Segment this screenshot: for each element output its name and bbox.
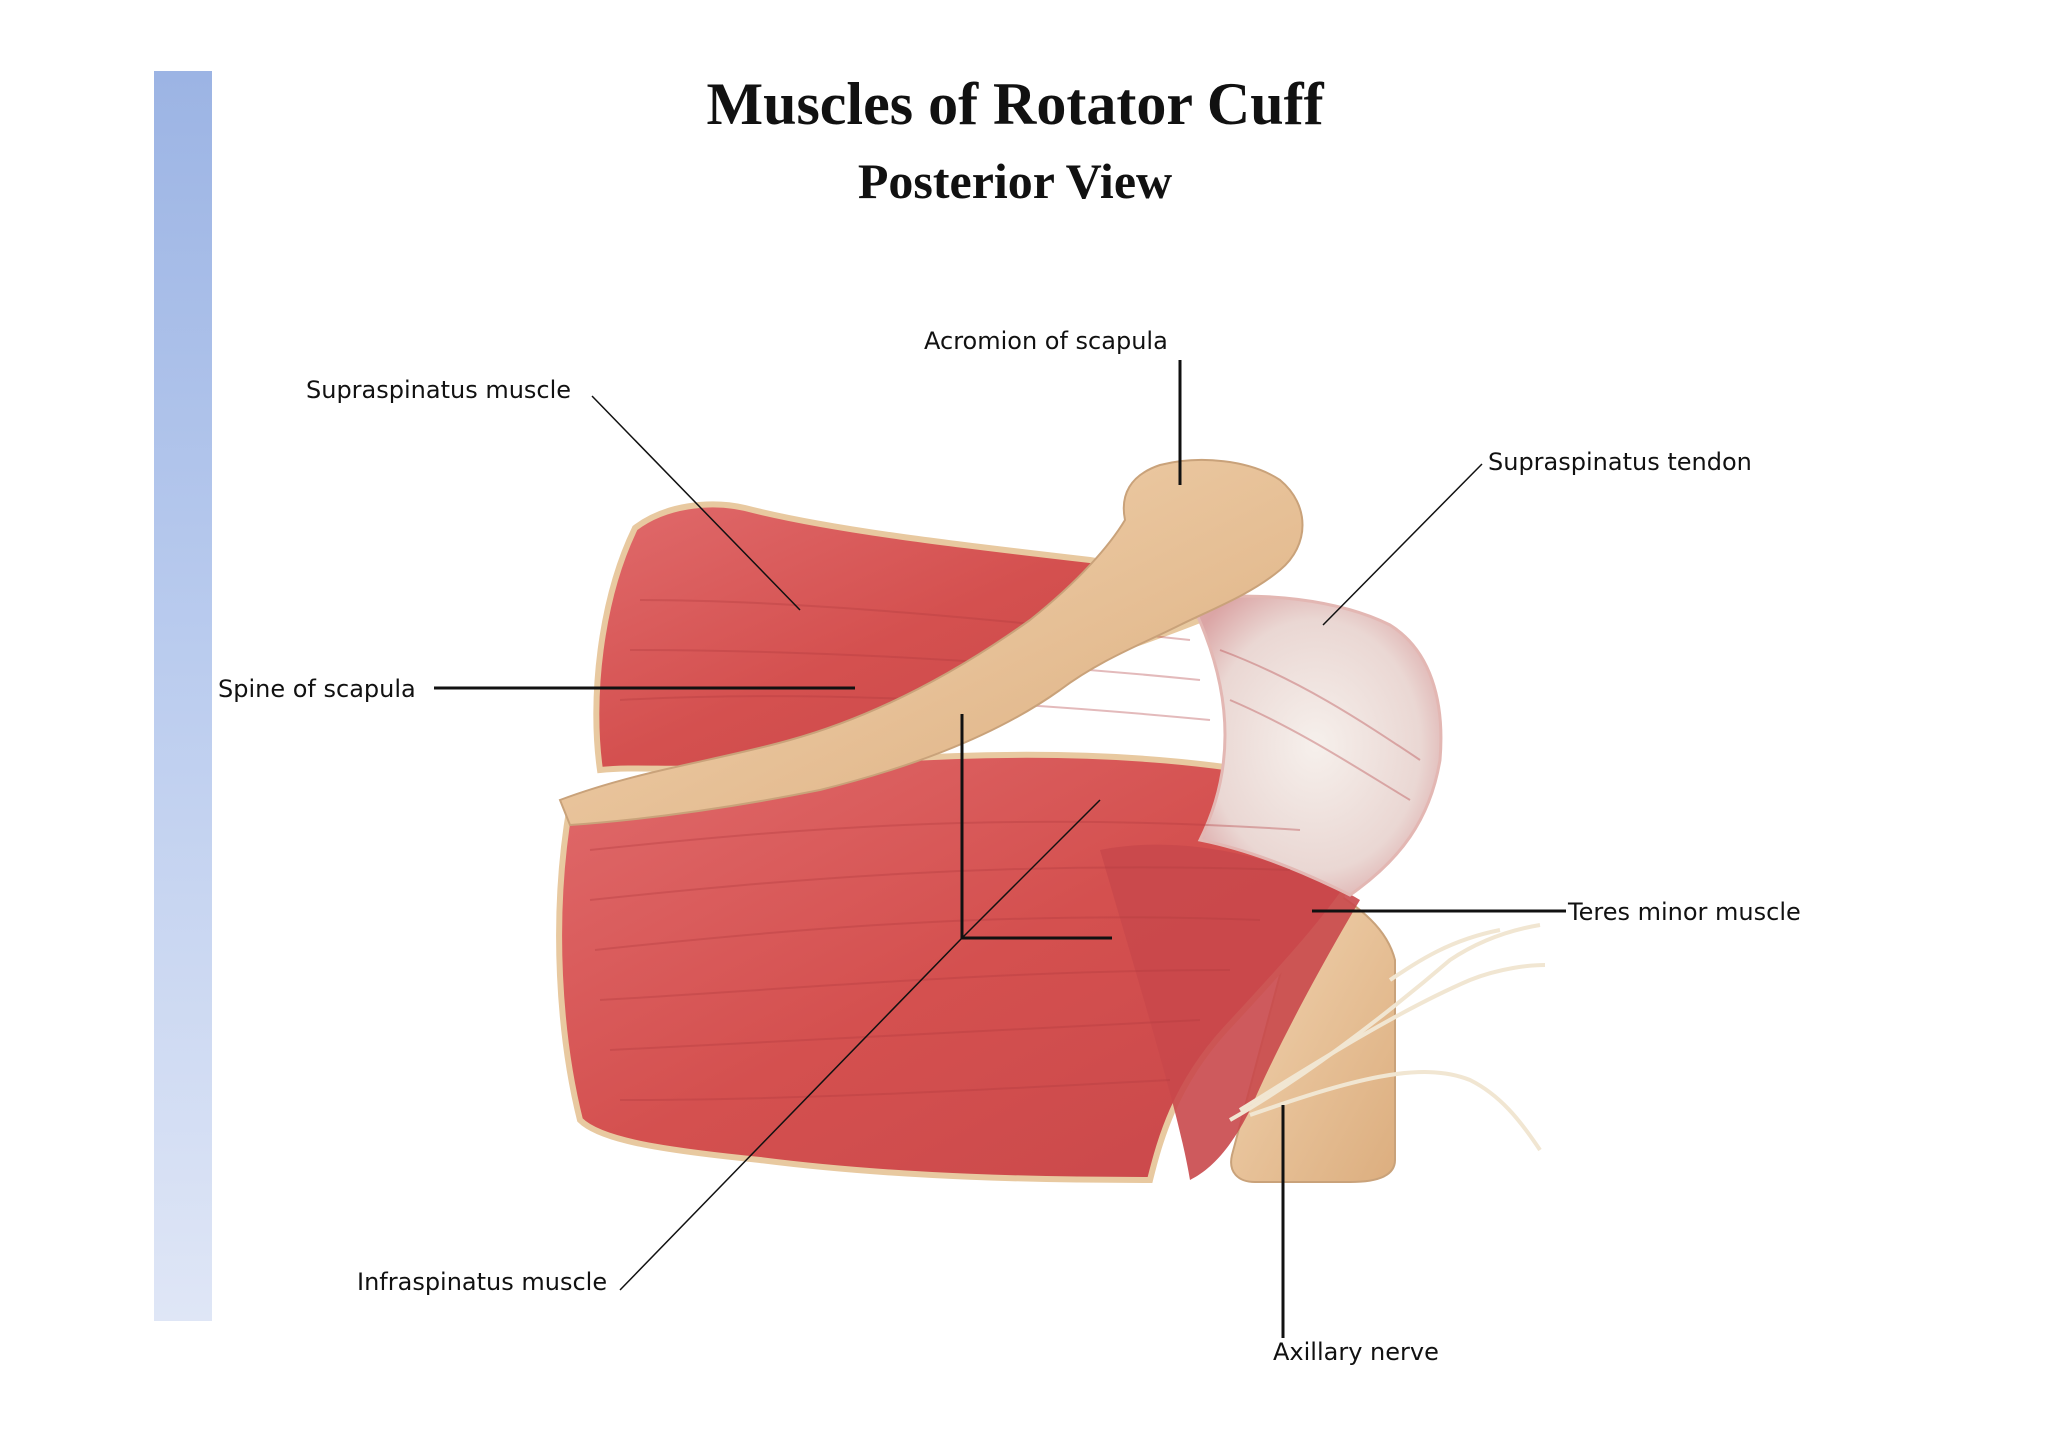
supraspinatus-tendon-shape [1187, 594, 1443, 897]
leader-lines [434, 360, 1566, 1338]
label-supraspinatus-tendon: Supraspinatus tendon [1488, 448, 1752, 476]
label-spine-of-scapula: Spine of scapula [218, 675, 416, 703]
label-infraspinatus: Infraspinatus muscle [357, 1268, 607, 1296]
label-acromion: Acromion of scapula [924, 327, 1168, 355]
label-supraspinatus-muscle: Supraspinatus muscle [306, 376, 571, 404]
label-teres-minor: Teres minor muscle [1567, 898, 1801, 926]
spine-of-scapula-shape [558, 459, 1304, 827]
teres-minor-muscle-shape [1100, 844, 1360, 1180]
slide-subtitle: Posterior View [857, 153, 1173, 209]
label-axillary-nerve: Axillary nerve [1273, 1338, 1439, 1366]
muscle-fibers [589, 599, 1421, 1101]
axillary-nerve-branches [1229, 923, 1546, 1152]
slide-accent-bar [154, 71, 212, 1321]
slide-title: Muscles of Rotator Cuff [706, 71, 1324, 137]
